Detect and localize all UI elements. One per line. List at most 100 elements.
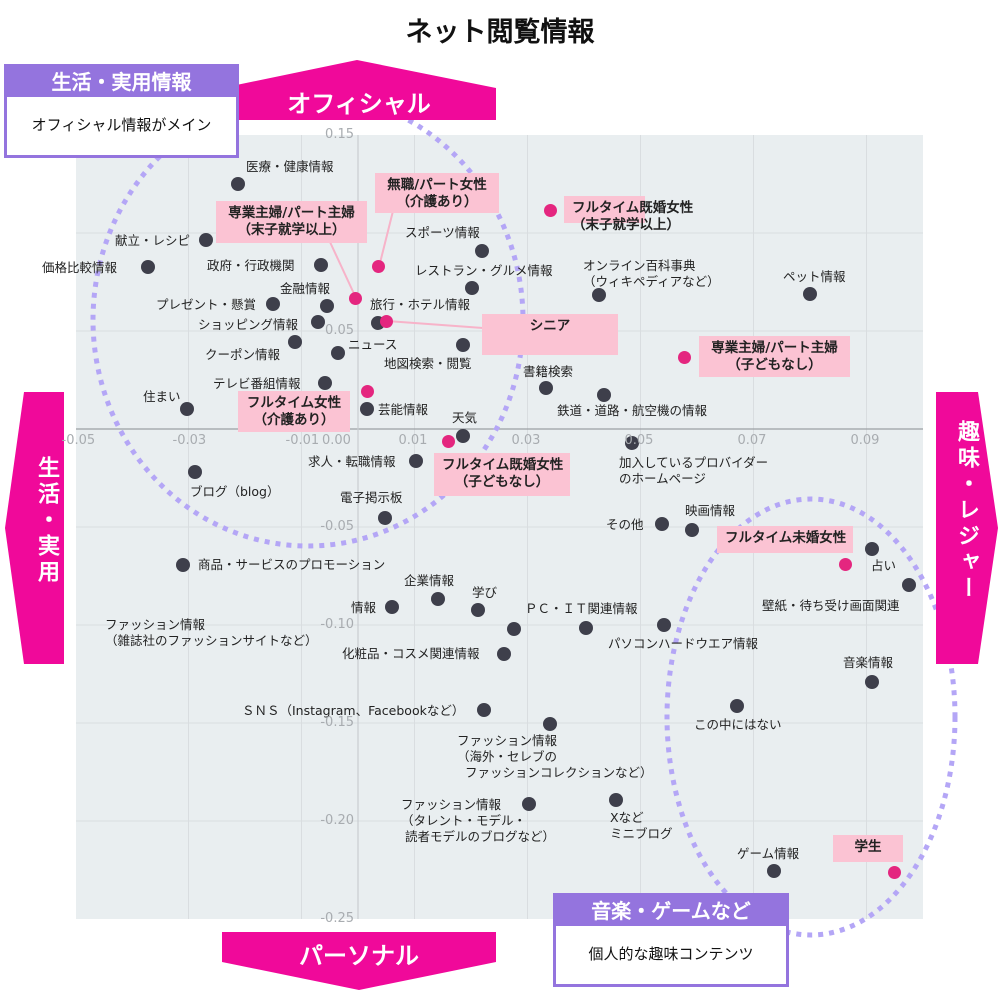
y-tick-label: -0.25 <box>320 911 354 926</box>
respondent-point <box>372 260 386 274</box>
data-point-label: 学び <box>472 585 498 600</box>
data-point-label: 化粧品・コスメ関連情報 <box>342 646 480 661</box>
respondent-point <box>442 435 456 449</box>
data-point <box>319 298 334 313</box>
data-point <box>474 244 489 259</box>
x-tick-label: 0.01 <box>398 433 428 448</box>
y-tick-label: -0.20 <box>320 813 354 828</box>
data-point-label: テレビ番組情報 <box>213 376 301 391</box>
y-tick-label: -0.05 <box>320 519 354 534</box>
page-title: ネット閲覧情報 <box>405 17 595 48</box>
legend-box-body: オフィシャル情報がメイン <box>31 116 212 134</box>
data-point-label: 商品・サービスのプロモーション <box>198 557 386 572</box>
data-point <box>188 464 203 479</box>
data-point-label: ＰＣ・ＩＴ関連情報 <box>525 601 638 616</box>
data-point <box>409 453 424 468</box>
data-point-label: ＳＮＳ（Instagram、Facebookなど） <box>242 703 465 718</box>
data-point-label: ショッピング情報 <box>198 317 299 332</box>
data-point <box>175 558 190 573</box>
respondent-point <box>838 557 852 571</box>
data-point <box>360 402 375 416</box>
data-point-label: この中にはない <box>694 717 782 732</box>
data-point-label: 天気 <box>452 410 478 425</box>
legend-box-body: 個人的な趣味コンテンツ <box>588 945 754 963</box>
connector-line <box>329 241 357 299</box>
data-point-label: オンライン百科事典 （ウィキペディアなど） <box>583 258 720 289</box>
legend-box-header: 生活・実用情報 <box>7 67 236 97</box>
data-point <box>287 334 302 349</box>
connector-lines <box>329 210 484 329</box>
data-point <box>310 314 325 329</box>
data-point <box>654 517 669 532</box>
data-point-label: Xなど ミニブログ <box>610 810 673 841</box>
data-point-label: ファッション情報 （タレント・モデル・ 読者モデルのブログなど） <box>401 797 555 844</box>
arrow-official-label: オフィシャル <box>287 90 431 118</box>
data-point <box>592 287 607 302</box>
respondent-label: フルタイム女性 （介護あり） <box>238 391 350 432</box>
data-point-label: 価格比較情報 <box>42 260 118 275</box>
data-point-label: 金融情報 <box>280 281 331 296</box>
data-point-label: 献立・レシピ <box>115 233 191 248</box>
data-point-label: 書籍検索 <box>523 364 574 379</box>
data-point <box>199 233 213 248</box>
data-point <box>684 522 699 537</box>
respondent-point <box>677 350 691 364</box>
data-point-label: 電子掲示板 <box>340 490 403 505</box>
y-tick-label: 0.05 <box>325 323 354 338</box>
data-point <box>140 259 155 274</box>
data-point <box>378 510 393 525</box>
data-point <box>803 286 817 301</box>
respondent-label: 専業主婦/パート主婦 （末子就学以上） <box>216 201 367 243</box>
data-point <box>331 345 346 360</box>
arrow-official <box>222 60 496 120</box>
data-point <box>179 402 194 416</box>
data-point-label: 鉄道・道路・航空機の情報 <box>557 403 708 418</box>
data-point-label: 企業情報 <box>404 573 455 588</box>
legend-box-header: 音楽・ゲームなど <box>556 896 786 926</box>
data-point-label: 政府・行政機関 <box>207 258 295 273</box>
data-point-label: パソコンハードウエア情報 <box>608 636 759 651</box>
respondent-label: 専業主婦/パート主婦 （子どもなし） <box>699 336 850 377</box>
x-tick-label: 0.09 <box>850 433 880 448</box>
data-point <box>506 621 521 636</box>
data-point-label: 求人・転職情報 <box>308 454 396 469</box>
data-point <box>730 698 745 713</box>
data-point <box>496 647 511 661</box>
respondent-point <box>360 385 374 399</box>
x-tick-label: 0.00 <box>322 433 351 448</box>
data-point-label: 芸能情報 <box>378 402 429 417</box>
data-point-label: 旅行・ホテル情報 <box>370 297 471 312</box>
data-point <box>314 257 329 272</box>
data-point-label: クーポン情報 <box>205 347 281 362</box>
data-point <box>456 337 471 352</box>
data-point <box>465 281 480 296</box>
data-point-label: ペット情報 <box>783 269 846 284</box>
data-point <box>231 177 246 191</box>
data-point <box>476 703 491 718</box>
data-point <box>384 599 399 614</box>
arrow-daily-life-label: 生活・実用 <box>34 456 59 586</box>
data-point-label: 医療・健康情報 <box>246 159 334 174</box>
data-point <box>625 435 640 450</box>
data-point-label: ブログ（blog） <box>190 484 280 499</box>
connector-line <box>386 320 484 329</box>
x-tick-label: -0.01 <box>285 433 320 448</box>
data-point <box>456 429 471 444</box>
data-point-label: 住まい <box>143 389 181 404</box>
arrow-personal-label: パーソナル <box>299 942 419 970</box>
data-point-label: 加入しているプロバイダー のホームページ <box>619 455 769 486</box>
respondent-label: フルタイム既婚女性 （末子就学以上） <box>564 196 693 233</box>
respondent-label: 学生 <box>833 835 903 862</box>
data-point <box>539 381 554 396</box>
x-tick-label: 0.03 <box>511 433 541 448</box>
data-point-label: ファッション情報 （雑誌社のファッションサイトなど） <box>105 617 318 648</box>
data-point <box>522 796 537 811</box>
data-point-label: ファッション情報 （海外・セレブの ファッションコレクションなど） <box>457 733 653 780</box>
data-point-label: 音楽情報 <box>843 655 894 670</box>
arrow-hobby-leisure <box>936 392 998 664</box>
respondent-label: 無職/パート女性 （介護あり） <box>375 173 499 213</box>
x-tick-label: 0.05 <box>624 433 654 448</box>
data-point <box>579 620 594 635</box>
data-point <box>657 618 672 632</box>
